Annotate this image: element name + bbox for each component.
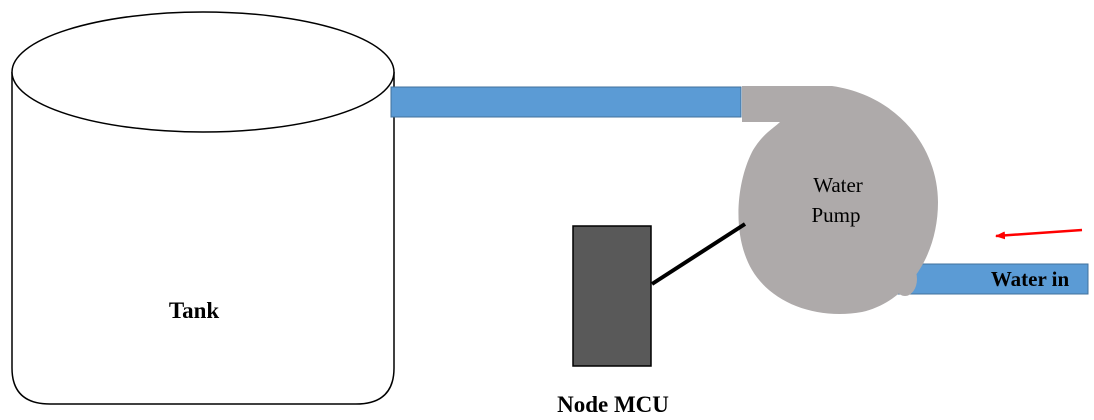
arrow-left-icon	[995, 228, 1083, 240]
pump-label-line1: Water	[813, 173, 863, 197]
outlet-pipe	[390, 86, 742, 118]
water-pump: Water Pump	[738, 86, 938, 315]
inlet-pipe	[897, 263, 1089, 295]
pump-inlet-nozzle	[893, 262, 917, 296]
water-in-label: Water in	[991, 267, 1070, 291]
tank-label: Tank	[169, 298, 220, 323]
tank-top	[11, 11, 395, 133]
node-mcu-board	[572, 225, 652, 367]
tank: Tank	[11, 11, 395, 405]
pump-label-line2: Pump	[811, 203, 860, 227]
pump-body	[738, 86, 938, 315]
tank-body	[11, 72, 395, 405]
connection-wire	[650, 222, 747, 286]
node-mcu-label: Node MCU	[557, 392, 669, 417]
